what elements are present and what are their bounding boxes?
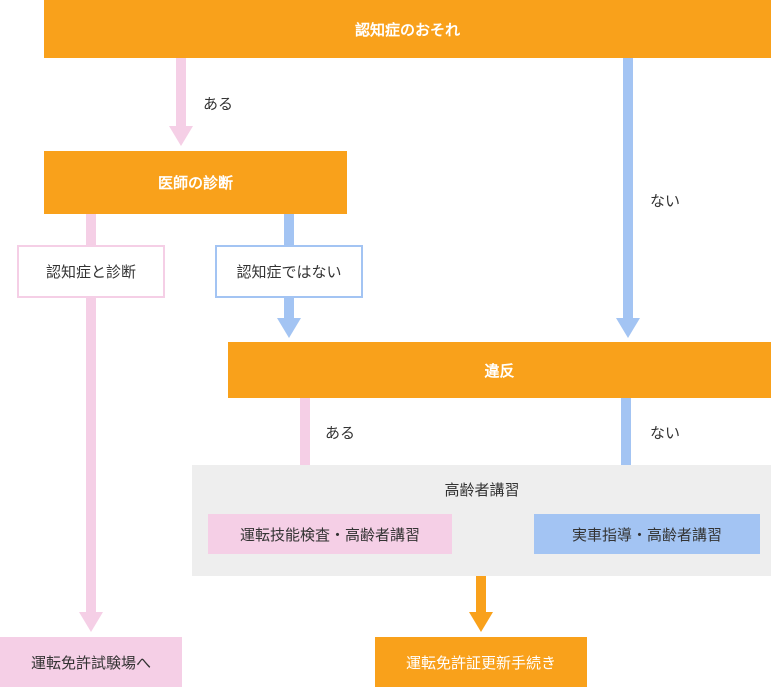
label-violation-no: ない	[650, 424, 681, 442]
arrow-doctor-to-exam-hall	[79, 214, 103, 632]
label-risk-yes: ある	[203, 95, 234, 113]
node-violation: 違反	[228, 342, 771, 398]
node-dementia-diagnosed: 認知症と診断	[17, 245, 165, 298]
node-license-renewal: 運転免許証更新手続き	[375, 637, 587, 687]
arrow-risk-to-doctor	[169, 58, 193, 146]
node-doctor-diagnosis: 医師の診断	[44, 151, 347, 214]
node-exam-hall: 運転免許試験場へ	[0, 637, 182, 687]
node-road-instruction-course: 実車指導・高齢者講習	[534, 514, 760, 554]
node-not-dementia: 認知症ではない	[215, 245, 363, 298]
node-skill-test-course: 運転技能検査・高齢者講習	[208, 514, 452, 554]
label-risk-no: ない	[650, 192, 681, 210]
elderly-course-title: 高齢者講習	[444, 481, 520, 499]
label-violation-yes: ある	[325, 424, 356, 442]
node-dementia-risk: 認知症のおそれ	[44, 0, 771, 58]
arrow-risk-to-violation	[616, 58, 640, 338]
arrow-course-to-renewal	[469, 576, 493, 632]
